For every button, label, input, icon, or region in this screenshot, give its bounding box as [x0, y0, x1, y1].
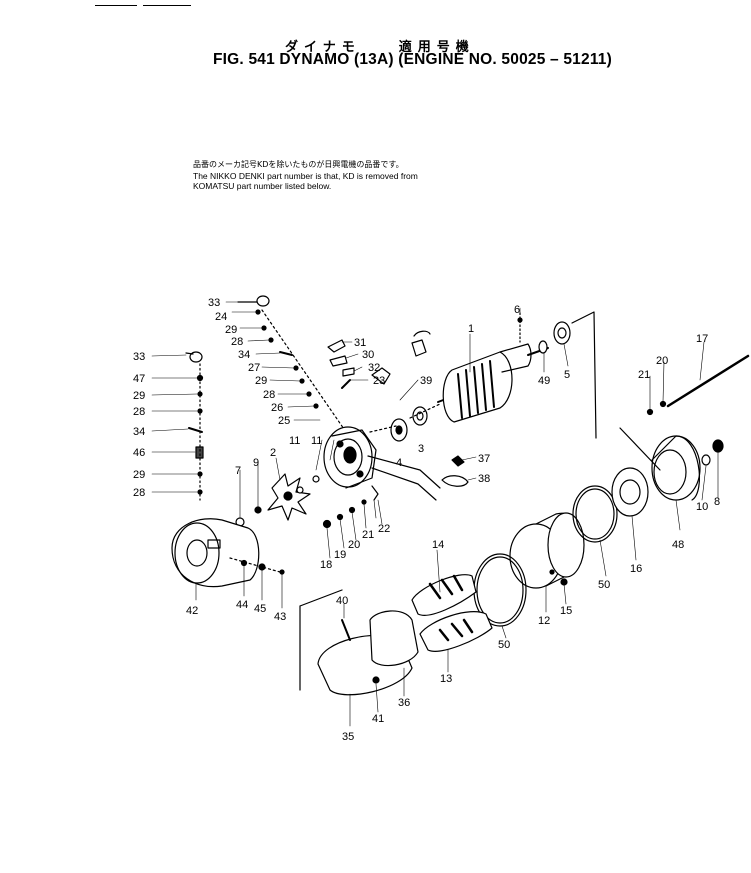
- callout-34-a: 34: [238, 349, 250, 361]
- callout-25: 25: [278, 415, 290, 427]
- callout-28-a: 28: [231, 336, 243, 348]
- callout-7: 7: [235, 465, 241, 477]
- callout-49: 49: [538, 375, 550, 387]
- callout-34-b: 34: [133, 426, 145, 438]
- callout-19: 19: [334, 549, 346, 561]
- callout-12: 12: [538, 615, 550, 627]
- callout-21-left: 21: [362, 529, 374, 541]
- callout-41: 41: [372, 713, 384, 725]
- callout-45: 45: [254, 603, 266, 615]
- rear-end-frame: [611, 435, 701, 517]
- callout-28-c: 28: [133, 406, 145, 418]
- band-cover: [317, 610, 419, 696]
- callout-3: 3: [418, 443, 424, 455]
- callout-14: 14: [432, 539, 444, 551]
- callout-31: 31: [354, 337, 366, 349]
- callout-2: 2: [270, 447, 276, 459]
- callout-4: 4: [396, 457, 402, 469]
- callout-46: 46: [133, 447, 145, 459]
- pulley: [171, 518, 285, 588]
- callout-35: 35: [342, 731, 354, 743]
- callout-32: 32: [368, 362, 380, 374]
- callout-10: 10: [696, 501, 708, 513]
- callout-6: 6: [514, 304, 520, 316]
- callout-47: 47: [133, 373, 145, 385]
- callout-5: 5: [564, 369, 570, 381]
- callout-28-d: 28: [133, 487, 145, 499]
- armature: [437, 312, 549, 423]
- callout-17: 17: [696, 333, 708, 345]
- callout-26: 26: [271, 402, 283, 414]
- callout-37: 37: [478, 453, 490, 465]
- note-english-line-2: KOMATSU part number listed below.: [193, 181, 332, 191]
- callout-20-left: 20: [348, 539, 360, 551]
- field-coil: [411, 574, 493, 652]
- figure-title: FIG. 541 DYNAMO (13A) (ENGINE NO. 50025 …: [213, 51, 612, 68]
- o-ring-rear: [572, 485, 618, 543]
- brush-holder-parts: [327, 330, 431, 389]
- callout-18: 18: [320, 559, 332, 571]
- callout-43: 43: [274, 611, 286, 623]
- callout-20-right: 20: [656, 355, 668, 367]
- callout-11-a: 11: [289, 435, 300, 447]
- callout-48: 48: [672, 539, 684, 551]
- callout-29-a: 29: [225, 324, 237, 336]
- callout-16: 16: [630, 563, 642, 575]
- callout-38: 38: [478, 473, 490, 485]
- callout-11-b: 11: [311, 435, 322, 447]
- callout-50-front: 50: [498, 639, 510, 651]
- callout-42: 42: [186, 605, 198, 617]
- callout-8: 8: [714, 496, 720, 508]
- callout-39: 39: [420, 375, 432, 387]
- callout-33-top: 33: [208, 297, 220, 309]
- callout-33-left: 33: [133, 351, 145, 363]
- callout-22: 22: [378, 523, 390, 535]
- callout-21-right: 21: [638, 369, 650, 381]
- callout-50-rear: 50: [598, 579, 610, 591]
- callout-44: 44: [236, 599, 248, 611]
- header-rule-left: [95, 5, 137, 6]
- fan: [267, 473, 311, 521]
- note-english-line-1: The NIKKO DENKI part number is that, KD …: [193, 171, 418, 181]
- callout-29-b: 29: [255, 375, 267, 387]
- callout-23: 23: [373, 375, 385, 387]
- callout-29-c: 29: [133, 390, 145, 402]
- callout-28-b: 28: [263, 389, 275, 401]
- header-rule-right: [143, 5, 191, 6]
- callout-1: 1: [468, 323, 474, 335]
- front-housing: [323, 426, 441, 501]
- callout-9: 9: [253, 457, 259, 469]
- callout-27: 27: [248, 362, 260, 374]
- callout-24: 24: [215, 311, 227, 323]
- nut-5: [553, 321, 571, 345]
- callout-40: 40: [336, 595, 348, 607]
- japanese-title: ダイナモ 適用号機: [285, 40, 475, 55]
- callout-13: 13: [440, 673, 452, 685]
- callout-36: 36: [398, 697, 410, 709]
- callout-30: 30: [362, 349, 374, 361]
- callout-15: 15: [560, 605, 572, 617]
- washer-stack-left: [185, 351, 204, 501]
- callout-29-d: 29: [133, 469, 145, 481]
- note-japanese: 品番のメーカ記号KDを除いたものが日興電機の品番です。: [193, 160, 404, 169]
- through-bolt: [666, 354, 750, 408]
